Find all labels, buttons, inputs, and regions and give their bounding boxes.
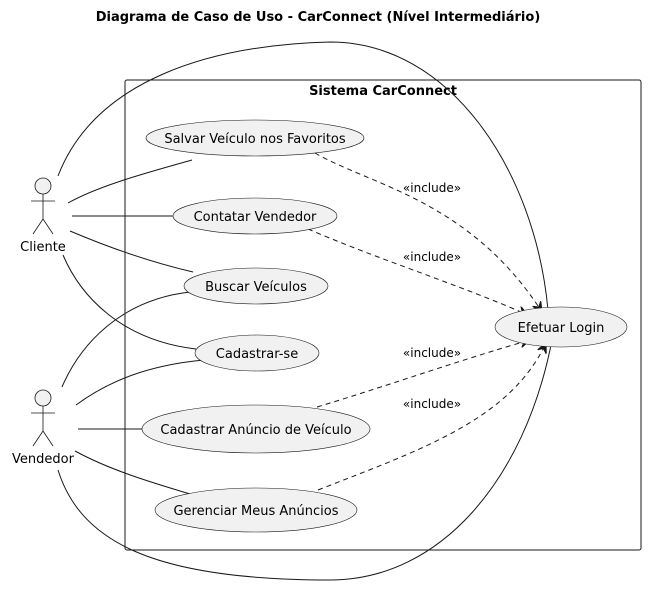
include-label: «include» bbox=[403, 346, 461, 360]
include-contatar-login bbox=[307, 228, 528, 315]
use-case-salvar[interactable]: Salvar Veículo nos Favoritos bbox=[145, 119, 365, 157]
assoc-cliente-cadastrar-se bbox=[62, 254, 197, 350]
assoc-cliente-salvar bbox=[67, 159, 193, 204]
actor-figure-icon bbox=[31, 177, 55, 235]
actor-cliente[interactable]: Cliente bbox=[20, 177, 66, 255]
actor-label: Vendedor bbox=[12, 452, 75, 467]
assoc-cliente-buscar bbox=[69, 230, 194, 273]
include-cadastrar-anuncio-login bbox=[316, 340, 530, 408]
use-case-contatar[interactable]: Contatar Vendedor bbox=[172, 197, 338, 235]
actor-vendedor[interactable]: Vendedor bbox=[12, 389, 75, 467]
use-case-label: Efetuar Login bbox=[518, 321, 605, 336]
use-case-label: Gerenciar Meus Anúncios bbox=[173, 504, 338, 519]
actor-label: Cliente bbox=[20, 240, 66, 255]
include-label: «include» bbox=[403, 250, 461, 264]
system-title: Sistema CarConnect bbox=[309, 84, 457, 99]
assoc-vendedor-login bbox=[57, 339, 553, 581]
use-case-label: Contatar Vendedor bbox=[194, 210, 317, 225]
use-case-label: Cadastrar Anúncio de Veículo bbox=[160, 423, 351, 438]
include-label: «include» bbox=[403, 397, 461, 411]
use-case-label: Buscar Veículos bbox=[205, 280, 307, 295]
use-case-gerenciar[interactable]: Gerenciar Meus Anúncios bbox=[154, 487, 358, 533]
include-salvar-login bbox=[314, 152, 542, 312]
actor-figure-icon bbox=[31, 389, 55, 447]
assoc-vendedor-cadastrar-se bbox=[75, 359, 205, 406]
assoc-vendedor-gerenciar bbox=[74, 450, 191, 495]
use-case-cadastrar-se[interactable]: Cadastrar-se bbox=[194, 334, 320, 372]
include-label: «include» bbox=[403, 181, 461, 195]
use-case-label: Cadastrar-se bbox=[216, 347, 298, 362]
use-case-login[interactable]: Efetuar Login bbox=[494, 306, 628, 348]
include-gerenciar-login bbox=[317, 343, 546, 491]
use-case-cadastrar-anuncio[interactable]: Cadastrar Anúncio de Veículo bbox=[141, 404, 371, 454]
assoc-cliente-login bbox=[57, 41, 549, 311]
diagram-title: Diagrama de Caso de Uso - CarConnect (Ní… bbox=[96, 10, 541, 25]
assoc-vendedor-buscar bbox=[61, 291, 191, 388]
use-case-label: Salvar Veículo nos Favoritos bbox=[164, 132, 346, 147]
use-case-buscar[interactable]: Buscar Veículos bbox=[183, 267, 329, 305]
